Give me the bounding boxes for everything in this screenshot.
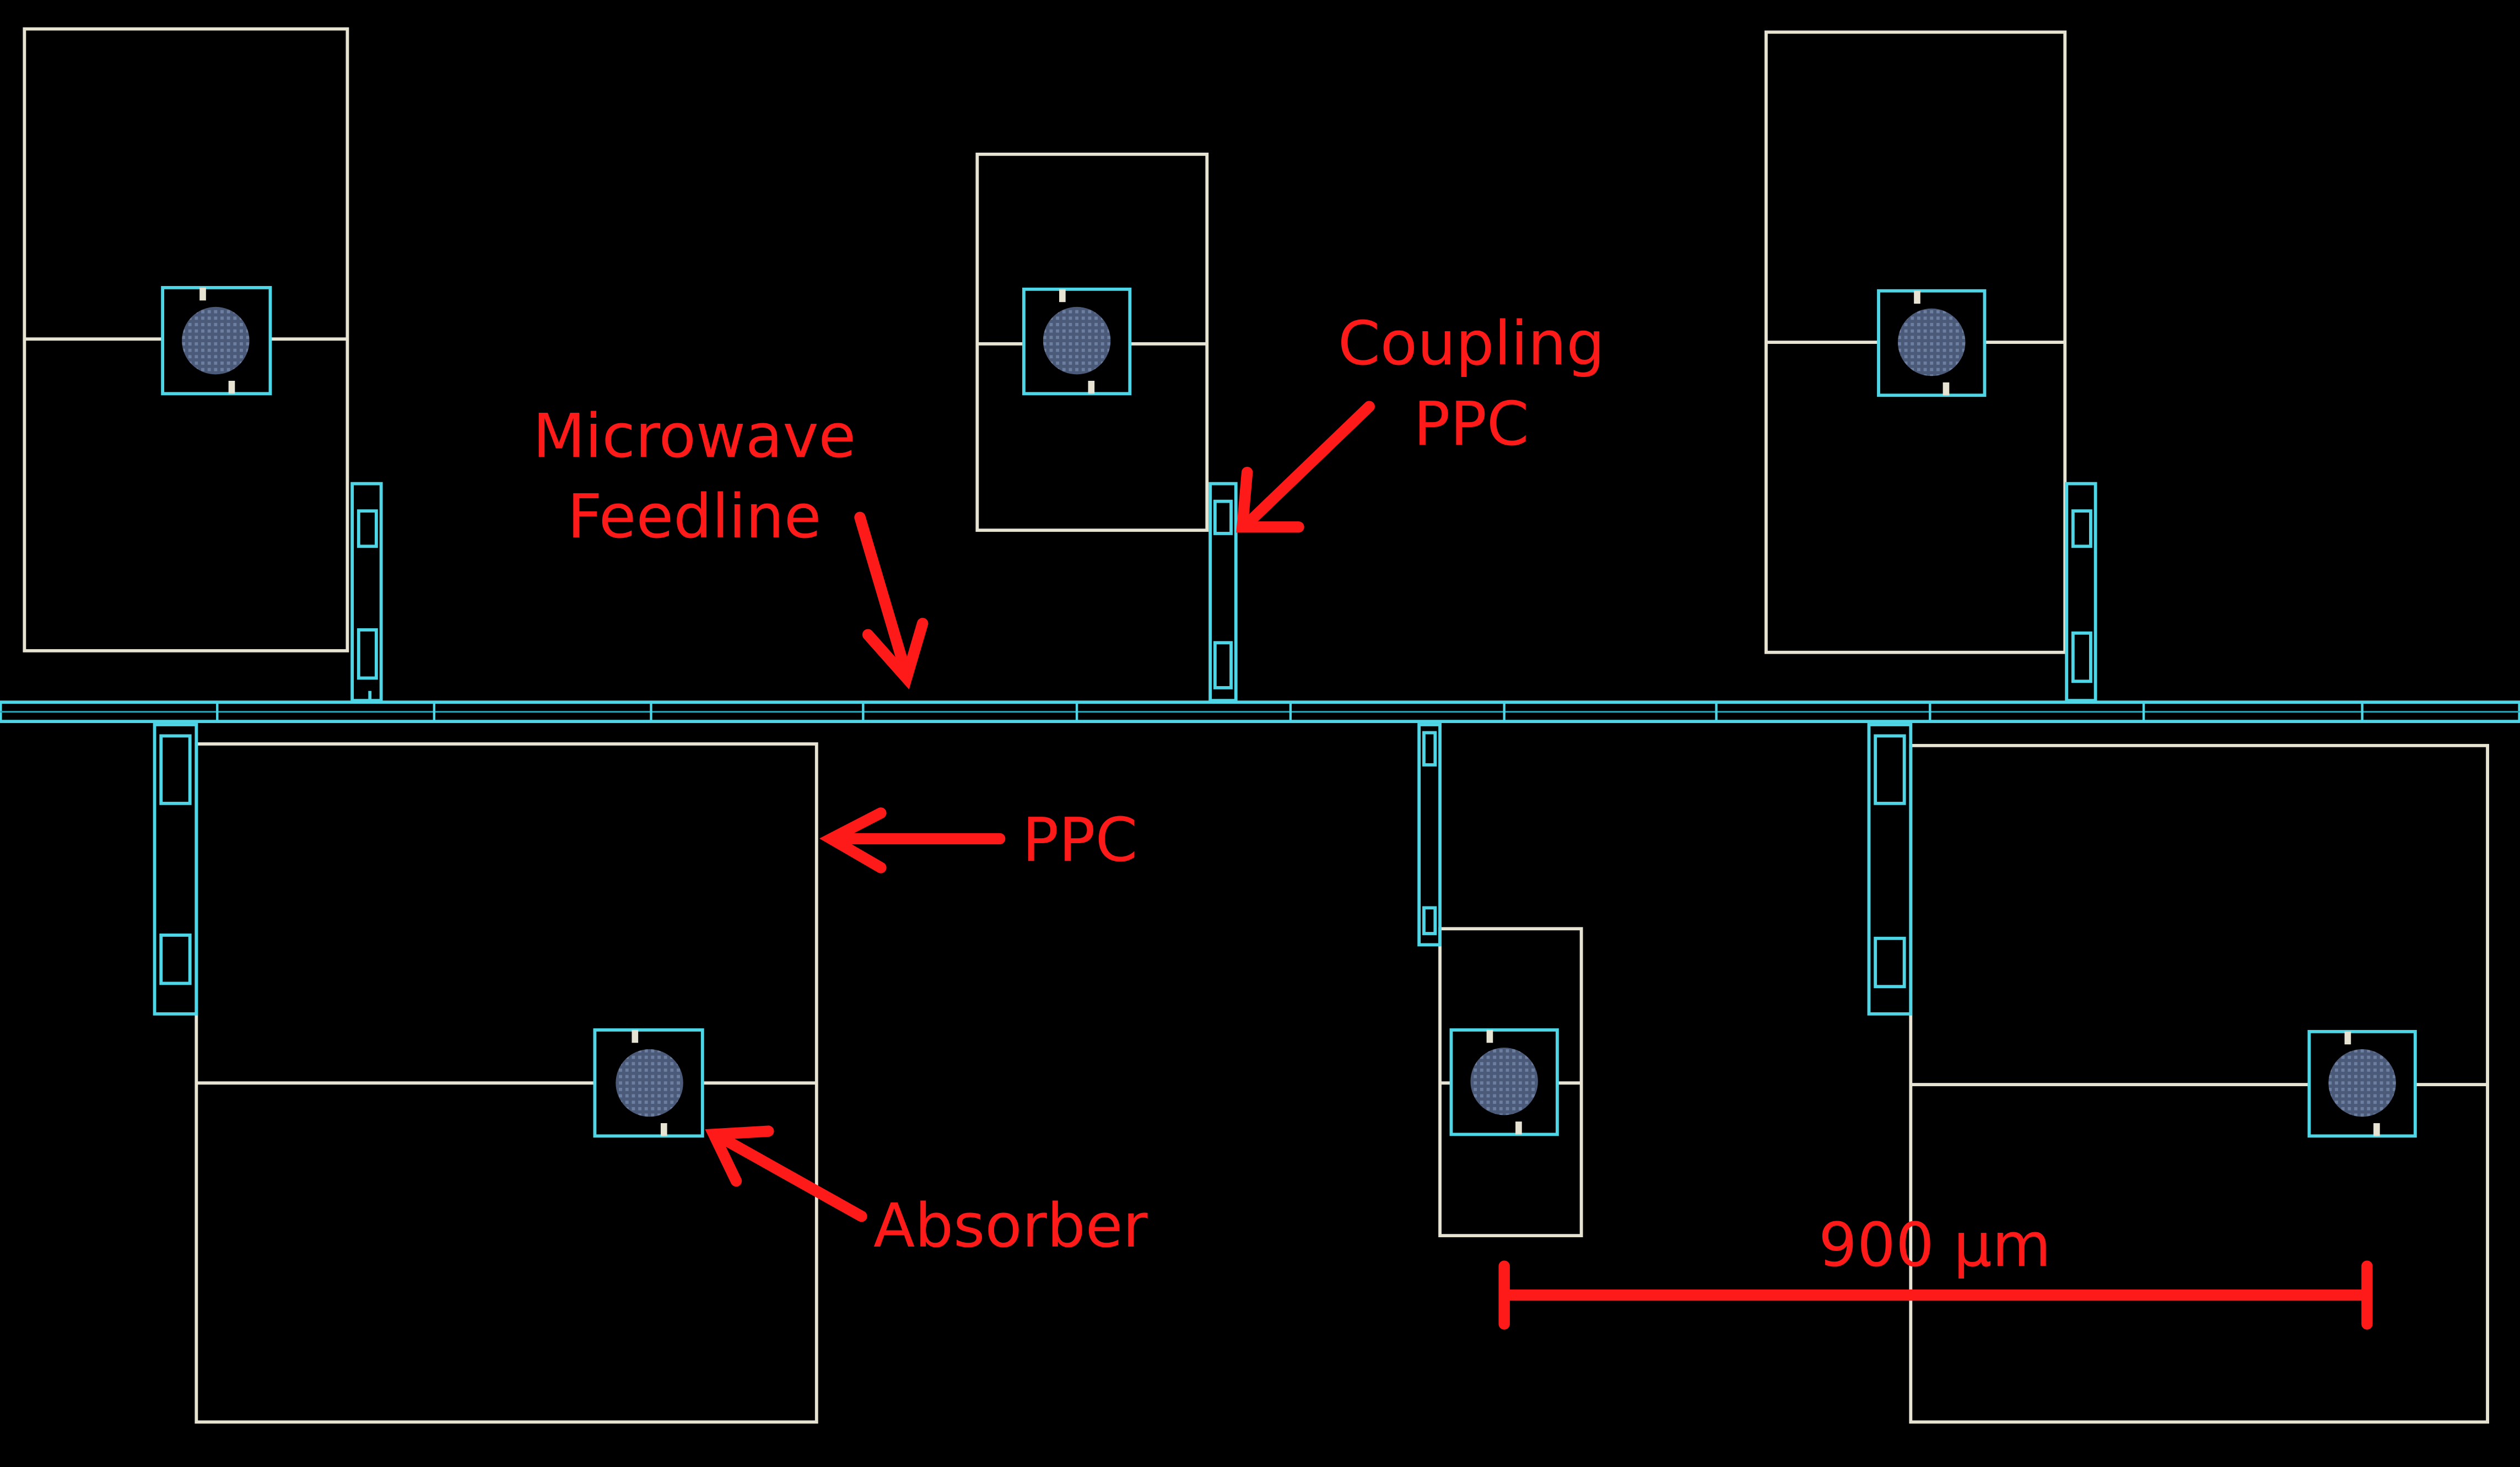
detector-bottom-right (1867, 723, 2489, 1424)
ppc-label: PPC (1022, 805, 1138, 875)
microwave-feedline-line1: Microwave (532, 401, 856, 471)
ppc-arrow (819, 807, 1006, 873)
coupling-capacitor (350, 482, 383, 703)
coupling-ppc-line1: Coupling (1337, 308, 1605, 379)
microwave-feedline (0, 700, 2520, 724)
detector-top-middle (975, 152, 1238, 703)
scale-bar-label: 900 µm (1818, 1210, 2052, 1280)
annotations (705, 401, 2373, 1330)
absorber-frame (161, 285, 272, 396)
absorber (182, 306, 250, 375)
detector-top-right (1764, 30, 2097, 703)
absorber-label: Absorber (873, 1190, 1148, 1261)
coupling-ppc-label: Coupling PPC (1317, 303, 1626, 464)
absorber-arrow (705, 1125, 867, 1222)
coupling-ppc-arrow (1236, 401, 1375, 533)
scale-bar (1498, 1260, 2373, 1330)
microwave-feedline-line2: Feedline (567, 481, 822, 552)
microwave-feedline-label: Microwave Feedline (518, 396, 871, 557)
coupling-ppc-line2: PPC (1413, 389, 1529, 459)
detector-bottom-middle (1417, 723, 1583, 1238)
detector-bottom-left (153, 723, 818, 1424)
feedline-arrow (854, 511, 929, 689)
detector-top-left (23, 27, 383, 703)
